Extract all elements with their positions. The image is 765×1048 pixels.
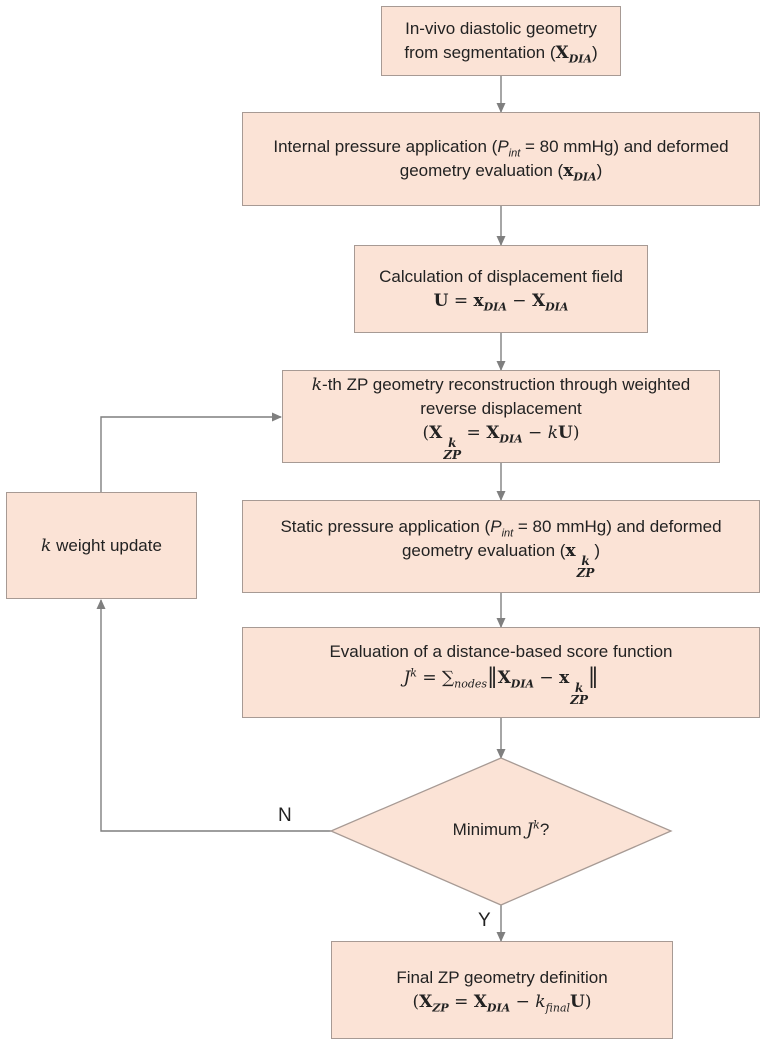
node-final-zp-geometry: Final ZP geometry definition (XZP = XDIA… (331, 941, 673, 1039)
final-equation: (XZP = XDIA − kfinalU) (412, 992, 592, 1015)
arrow-update-to-reconstruction (100, 412, 282, 492)
node-kth-reconstruction: k-th ZP geometry reconstruction through … (282, 370, 720, 463)
decision-diamond (329, 757, 673, 906)
node-weight-update: k weight update (6, 492, 197, 599)
final-line1: Final ZP geometry definition (396, 968, 608, 987)
in-vivo-line1: In-vivo diastolic geometry (405, 19, 597, 38)
node-internal-pressure: Internal pressure application (Pint = 80… (242, 112, 760, 206)
in-vivo-line2: from segmentation ( (404, 43, 556, 62)
node-in-vivo-geometry: In-vivo diastolic geometry from segmenta… (381, 6, 621, 76)
decision-text: Minimum Jk? (452, 818, 550, 840)
node-static-pressure: Static pressure application (Pint = 80 m… (242, 500, 760, 593)
node-displacement-field: Calculation of displacement field U = xD… (354, 245, 648, 333)
reconstruction-line2: reverse displacement (420, 398, 582, 418)
node-score-function: Evaluation of a distance-based score fun… (242, 627, 760, 718)
displacement-line1: Calculation of displacement field (379, 267, 623, 286)
displacement-equation: U = xDIA − XDIA (433, 291, 569, 314)
edge-label-yes: Y (478, 910, 491, 931)
arrow-decision-no-to-update (96, 599, 331, 832)
score-line1: Evaluation of a distance-based score fun… (329, 641, 673, 661)
edge-label-no: N (278, 805, 292, 826)
